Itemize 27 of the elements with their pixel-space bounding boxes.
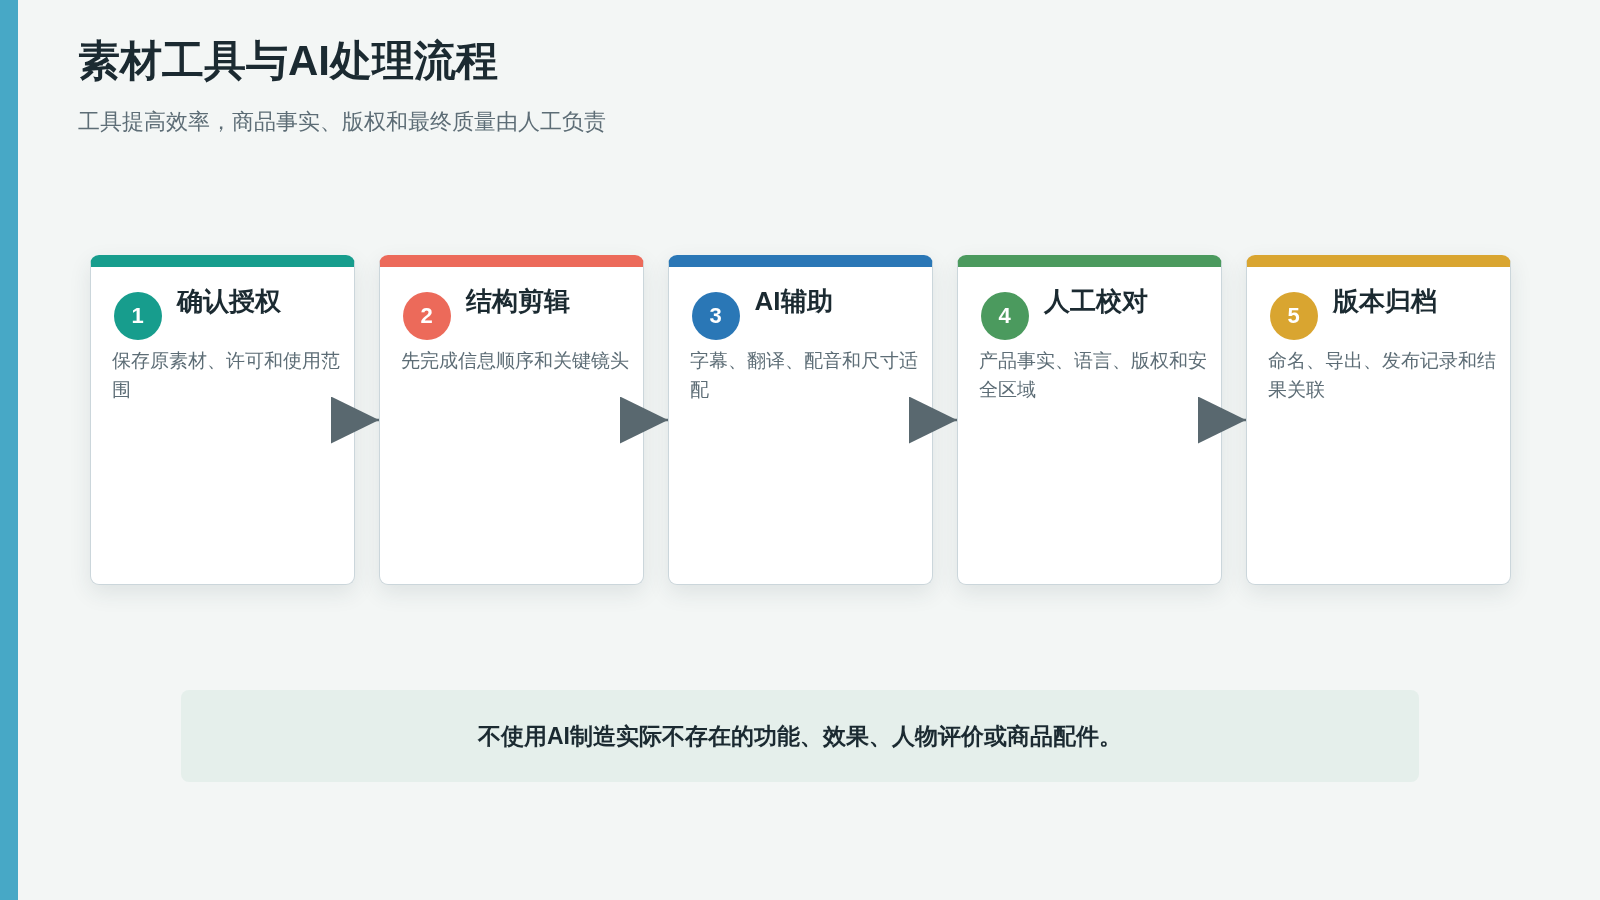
step-number-circle: 1 (113, 292, 162, 340)
step-card (957, 255, 1222, 585)
step-heading: AI辅助 (754, 285, 833, 317)
step-description: 字幕、翻译、配音和尺寸适配 (689, 348, 919, 402)
step-number-circle: 3 (691, 292, 740, 340)
step-number-circle: 4 (980, 292, 1029, 340)
step-card (1246, 255, 1511, 585)
arrow (1198, 396, 1246, 444)
step-heading: 确认授权 (176, 285, 281, 317)
step-heading: 结构剪辑 (465, 285, 570, 317)
step-heading: 版本归档 (1332, 285, 1437, 317)
subtitle: 工具提高效率，商品事实、版权和最终质量由人工负责 (78, 108, 606, 136)
step-heading: 人工校对 (1043, 285, 1148, 317)
step-card (379, 255, 644, 585)
arrow (331, 396, 379, 444)
step-description: 命名、导出、发布记录和结果关联 (1267, 348, 1497, 402)
arrow (909, 396, 957, 444)
step-number-circle: 2 (402, 292, 451, 340)
step-description: 产品事实、语言、版权和安全区域 (978, 348, 1208, 402)
step-card (90, 255, 355, 585)
arrow (620, 396, 668, 444)
step-number-circle: 5 (1269, 292, 1318, 340)
step-card (668, 255, 933, 585)
step-description: 先完成信息顺序和关键镜头 (400, 348, 630, 373)
title: 素材工具与AI处理流程 (78, 36, 498, 86)
step-description: 保存原素材、许可和使用范围 (111, 348, 341, 402)
note-text: 不使用AI制造实际不存在的功能、效果、人物评价或商品配件。 (478, 722, 1122, 751)
